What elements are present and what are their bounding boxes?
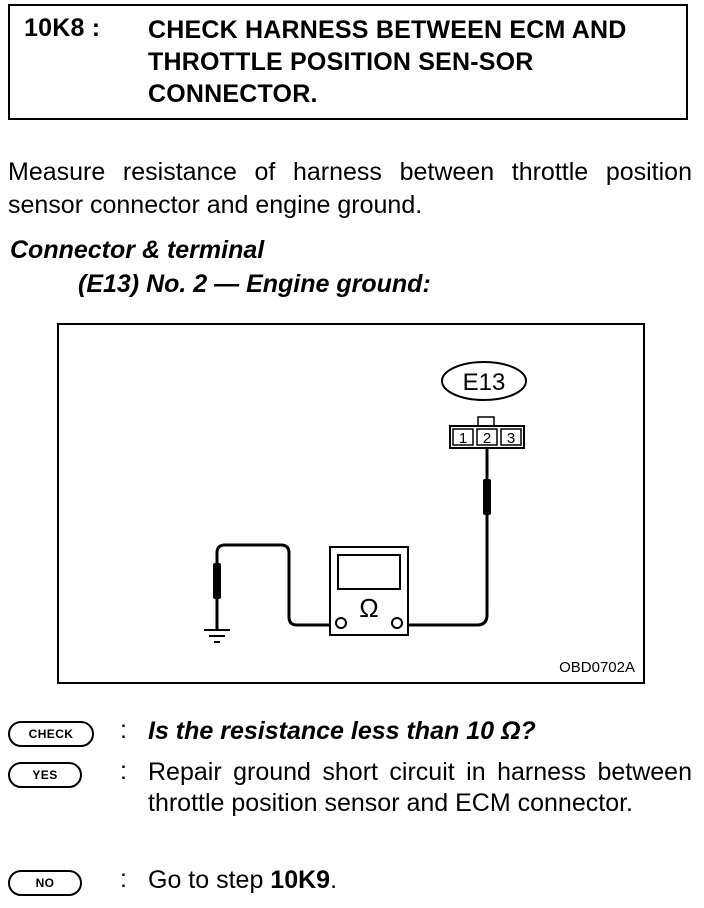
pin-box-1: [452, 428, 474, 446]
probe-handle-connector: [483, 479, 491, 515]
step-id: 10K8 :: [24, 14, 101, 42]
connector-tag-label: E13: [463, 369, 506, 396]
pin-label-1: 1: [459, 430, 467, 447]
yes-badge-label: YES: [32, 768, 58, 782]
check-badge-label: CHECK: [28, 727, 74, 741]
wiring-diagram: E13 1 2 3 Ω OBD0702A: [57, 323, 645, 684]
pin-label-2: 2: [483, 430, 491, 447]
yes-colon: :: [120, 757, 127, 785]
no-text-suffix: .: [330, 866, 338, 894]
ohm-symbol: Ω: [359, 593, 378, 623]
check-badge: CHECK: [8, 721, 94, 747]
no-text: Go to step 10K9.: [148, 865, 692, 896]
no-step-ref: 10K9: [270, 866, 331, 894]
step-title: CHECK HARNESS BETWEEN ECM AND THROTTLE P…: [148, 16, 627, 108]
no-colon: :: [120, 865, 127, 893]
pin-box-3: [500, 428, 522, 446]
pin-box-2: [476, 428, 498, 446]
connector-label: Connector & terminal: [10, 236, 265, 264]
ground-icon: [204, 629, 230, 643]
ohmmeter-icon: [329, 546, 409, 636]
no-badge: NO: [8, 870, 82, 896]
no-text-prefix: Go to step: [148, 866, 271, 894]
yes-text: Repair ground short circuit in harness b…: [148, 758, 692, 817]
probe-wire-ground: [215, 543, 335, 630]
probe-handle-ground: [213, 563, 221, 599]
check-colon: :: [120, 716, 127, 744]
pin-label-3: 3: [507, 430, 515, 447]
probe-wire-connector: [403, 448, 489, 627]
instruction-text: Measure resistance of harness between th…: [8, 158, 692, 219]
connector-terminal: (E13) No. 2 — Engine ground:: [78, 270, 431, 298]
step-header: 10K8 : CHECK HARNESS BETWEEN ECM AND THR…: [8, 4, 688, 120]
connector-latch: [477, 416, 495, 427]
no-badge-label: NO: [35, 876, 55, 890]
connector-tag-ellipse: [441, 361, 527, 401]
check-question: Is the resistance less than 10 Ω?: [148, 717, 536, 745]
diagram-drawing: E13 1 2 3 Ω: [204, 361, 527, 643]
yes-badge: YES: [8, 762, 82, 788]
figure-code: OBD0702A: [559, 659, 635, 676]
